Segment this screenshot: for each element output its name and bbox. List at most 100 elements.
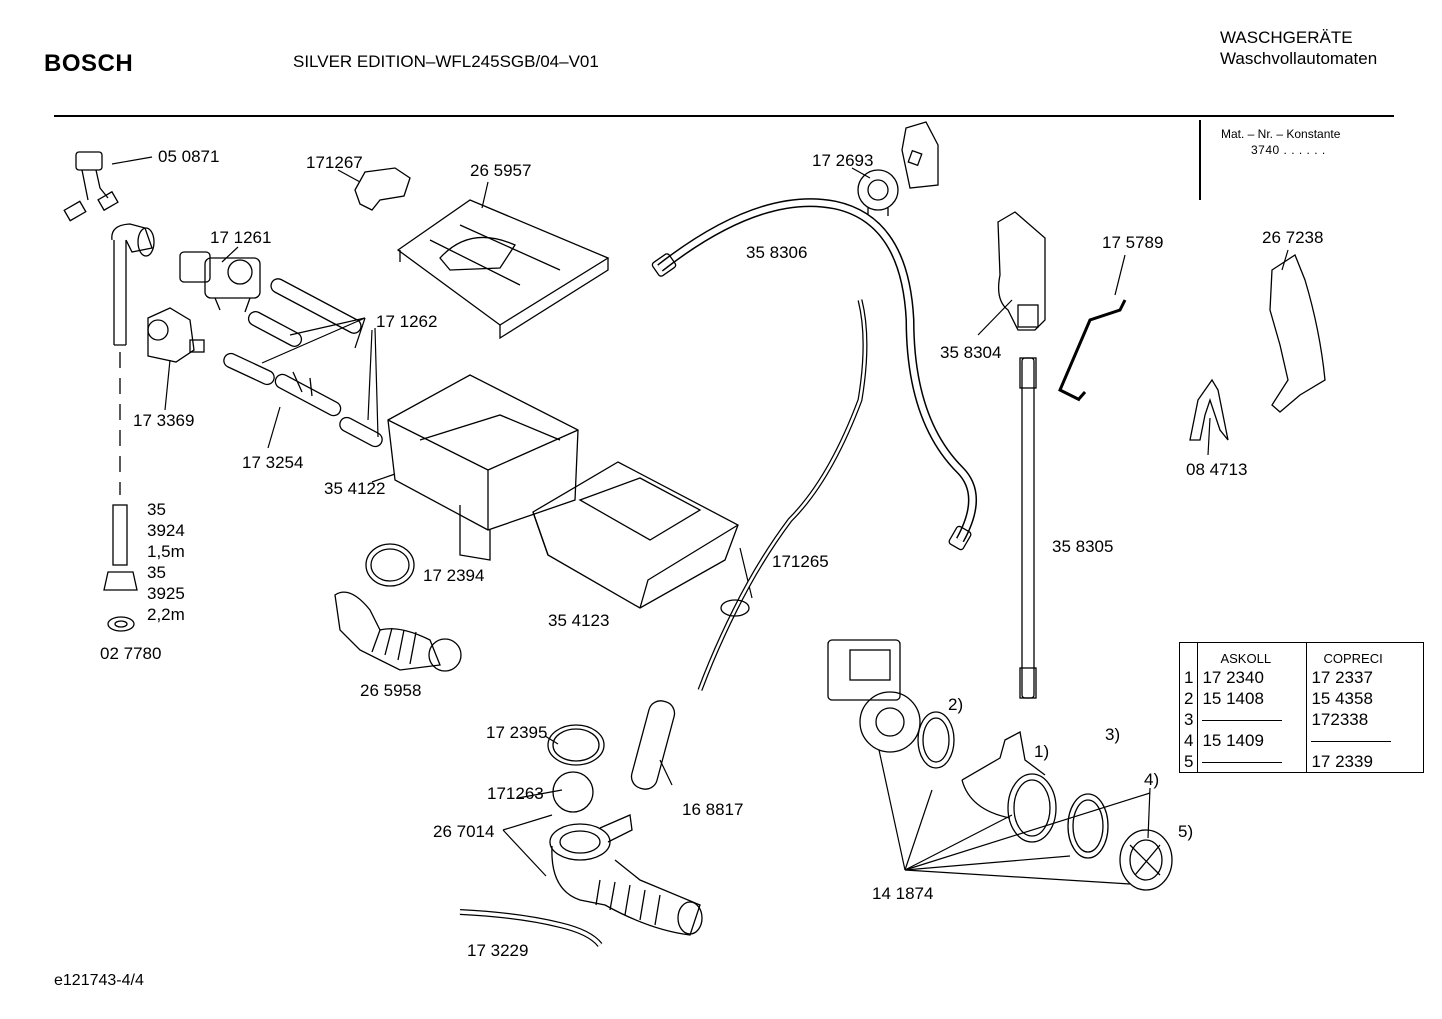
- level-rod-part: [697, 299, 868, 691]
- filter-seal-part: [1067, 793, 1109, 859]
- mat-value: 3740 . . . . . .: [1251, 143, 1326, 157]
- y-connector-part: [63, 151, 119, 222]
- table-cell-askoll: 15 1408: [1197, 688, 1308, 709]
- empty-dash: [1202, 762, 1283, 764]
- label-note-5: 5): [1178, 822, 1194, 841]
- label-173229: 17 3229: [467, 941, 529, 960]
- label-265958: 26 5958: [360, 681, 422, 700]
- dispenser-housing-part: [387, 374, 579, 561]
- pressure-switch-part: [857, 121, 939, 216]
- label-171262: 17 1262: [376, 312, 438, 331]
- detergent-drawer-part: [532, 461, 739, 609]
- label-171261: 17 1261: [210, 228, 272, 247]
- label-hose-15m: 1,5m: [147, 542, 185, 561]
- label-note-1: 1): [1034, 742, 1050, 761]
- label-358306: 35 8306: [746, 243, 808, 262]
- table-row: 3 172338: [1179, 709, 1424, 730]
- table-cell-askoll: 15 1409: [1197, 730, 1308, 751]
- table-cell-copreci: [1307, 730, 1424, 751]
- label-hose-35a: 35: [147, 500, 166, 519]
- label-050871: 05 0871: [158, 147, 220, 166]
- table-cell-num: 2: [1179, 688, 1199, 709]
- table-cell-copreci: 172338: [1311, 710, 1369, 729]
- drain-pump-part: [827, 639, 921, 753]
- inlet-hose-part: [103, 223, 155, 632]
- label-note-4: 4): [1144, 770, 1160, 789]
- model-title: SILVER EDITION–WFL245SGB/04–V01: [293, 52, 599, 71]
- label-171267: 171267: [306, 153, 363, 172]
- label-354122: 35 4122: [324, 479, 386, 498]
- seal-ring-part: [365, 543, 415, 587]
- table-cell-copreci: 17 2339: [1311, 752, 1373, 771]
- pump-housing-part: [961, 731, 1057, 843]
- table-row: 5 17 2339: [1179, 751, 1424, 773]
- label-hose-3924: 3924: [147, 521, 185, 540]
- label-note-2: 2): [948, 695, 964, 714]
- label-267238: 26 7238: [1262, 228, 1324, 247]
- label-171263: 171263: [487, 784, 544, 803]
- inlet-valve-part: [179, 251, 261, 313]
- label-027780: 02 7780: [100, 644, 162, 663]
- category-subtitle: Waschvollautomaten: [1220, 49, 1378, 68]
- label-hose-3925: 3925: [147, 584, 185, 603]
- filter-part: [1119, 829, 1173, 891]
- inlet-valve-2-part: [147, 307, 205, 363]
- label-141874: 14 1874: [872, 884, 934, 903]
- pump-seal-part: [917, 711, 955, 769]
- category-title: WASCHGERÄTE: [1220, 28, 1353, 47]
- ball-part: [552, 771, 594, 813]
- table-row: 4 15 1409: [1179, 730, 1424, 751]
- table-cell-copreci: 15 4358: [1311, 689, 1373, 708]
- table-row: 2 15 1408 15 4358: [1179, 688, 1424, 709]
- label-358304: 35 8304: [940, 343, 1002, 362]
- table-cell-askoll: [1197, 709, 1308, 730]
- label-hose-35b: 35: [147, 563, 166, 582]
- table-cell-askoll: [1197, 751, 1308, 773]
- empty-dash: [1311, 741, 1392, 743]
- mat-divider: [1199, 120, 1201, 200]
- brand-logo: BOSCH: [44, 50, 134, 77]
- label-173254: 17 3254: [242, 453, 304, 472]
- label-354123: 35 4123: [548, 611, 610, 630]
- table-header-copreci: COPRECI: [1323, 651, 1383, 666]
- table-cell-copreci: 17 2337: [1311, 668, 1373, 687]
- label-hose-22m: 2,2m: [147, 605, 185, 624]
- table-header-askoll: ASKOLL: [1197, 642, 1308, 667]
- pressure-chamber-part: [997, 211, 1046, 699]
- table-cell-num: 1: [1179, 667, 1199, 688]
- table-cell-num: 4: [1179, 730, 1199, 751]
- label-172395: 17 2395: [486, 723, 548, 742]
- empty-dash: [1202, 720, 1283, 722]
- header-divider: [54, 115, 1394, 117]
- label-note-3: 3): [1105, 725, 1121, 744]
- mat-label: Mat. – Nr. – Konstante: [1221, 127, 1341, 141]
- label-173369: 17 3369: [133, 411, 195, 430]
- label-175789: 17 5789: [1102, 233, 1164, 252]
- leader-lines: [111, 156, 1289, 885]
- air-chamber-part: [630, 700, 676, 790]
- label-168817: 16 8817: [682, 800, 744, 819]
- table-row: 1 17 2340 17 2337: [1179, 667, 1424, 688]
- label-265957: 26 5957: [470, 161, 532, 180]
- wire-rod-part: [1058, 299, 1127, 402]
- table-header-num: [1179, 642, 1199, 667]
- small-hoses-part: [223, 278, 383, 448]
- label-172693: 17 2693: [812, 151, 874, 170]
- fork-clip-part: [1189, 378, 1229, 441]
- variant-table: ASKOLL COPRECI 1 17 2340 17 2337 2 15 14…: [1179, 642, 1425, 773]
- label-267014: 26 7014: [433, 822, 495, 841]
- clip-part: [354, 167, 411, 211]
- table-cell-num: 5: [1179, 751, 1199, 773]
- sump-seal-part: [547, 724, 605, 766]
- dispenser-cover-part: [396, 199, 610, 340]
- label-172394: 17 2394: [423, 566, 485, 585]
- label-171265: 171265: [772, 552, 829, 571]
- table-cell-num: 3: [1179, 709, 1199, 730]
- label-358305: 35 8305: [1052, 537, 1114, 556]
- bellow-hose-part: [334, 591, 462, 672]
- table-cell-askoll: 17 2340: [1197, 667, 1308, 688]
- label-084713: 08 4713: [1186, 460, 1248, 479]
- sump-hose-part: [549, 814, 703, 936]
- bracket-part: [1269, 254, 1326, 413]
